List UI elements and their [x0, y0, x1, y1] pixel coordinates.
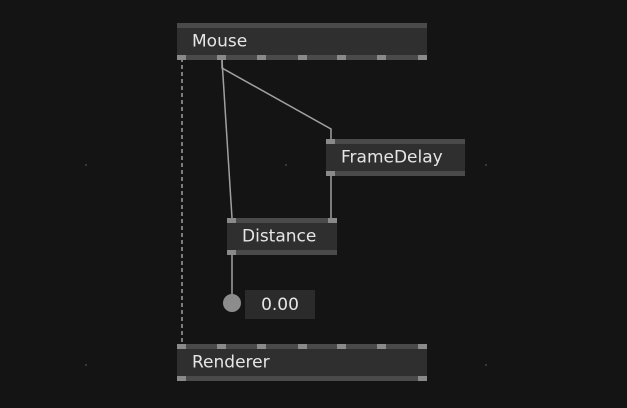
value-display: 0.00 — [245, 290, 315, 319]
node-top-bar — [227, 218, 337, 223]
output-pin[interactable] — [298, 55, 307, 60]
grid-dot — [285, 164, 287, 166]
node-bottom-bar — [177, 376, 427, 381]
output-dot-icon[interactable] — [223, 294, 241, 312]
input-pin[interactable] — [217, 344, 226, 349]
distance-node[interactable]: Distance — [227, 218, 337, 255]
node-top-bar — [177, 23, 427, 28]
wire-mouse-to-framedelay[interactable] — [221, 60, 332, 140]
output-pin[interactable] — [418, 55, 427, 60]
input-pin[interactable] — [328, 218, 337, 223]
node-label: Renderer — [192, 352, 270, 372]
node-top-bar — [326, 139, 465, 144]
grid-dot — [485, 364, 487, 366]
node-bottom-bar — [326, 171, 465, 176]
output-pin[interactable] — [326, 171, 335, 176]
output-pin[interactable] — [418, 376, 427, 381]
output-pin[interactable] — [377, 55, 386, 60]
grid-dot — [85, 164, 87, 166]
wire-mouse-to-distance[interactable] — [221, 59, 233, 219]
framedelay-node[interactable]: FrameDelay — [326, 139, 465, 176]
input-pin[interactable] — [177, 344, 186, 349]
input-pin[interactable] — [227, 218, 236, 223]
output-pin[interactable] — [227, 250, 236, 255]
input-pin[interactable] — [298, 344, 307, 349]
node-label: FrameDelay — [341, 147, 443, 167]
grid-dot — [85, 364, 87, 366]
node-label: Mouse — [192, 31, 248, 51]
grid-dot — [485, 164, 487, 166]
input-pin[interactable] — [418, 344, 427, 349]
output-pin[interactable] — [217, 55, 226, 60]
output-pin[interactable] — [257, 55, 266, 60]
output-pin[interactable] — [177, 55, 186, 60]
node-bottom-bar — [227, 250, 337, 255]
input-pin[interactable] — [337, 344, 346, 349]
input-pin[interactable] — [257, 344, 266, 349]
renderer-node[interactable]: Renderer — [177, 344, 427, 381]
output-pin[interactable] — [337, 55, 346, 60]
input-pin[interactable] — [326, 139, 335, 144]
mouse-node[interactable]: Mouse — [177, 23, 427, 60]
input-pin[interactable] — [377, 344, 386, 349]
output-pin[interactable] — [177, 376, 186, 381]
value-text: 0.00 — [261, 294, 299, 315]
node-label: Distance — [242, 226, 317, 246]
